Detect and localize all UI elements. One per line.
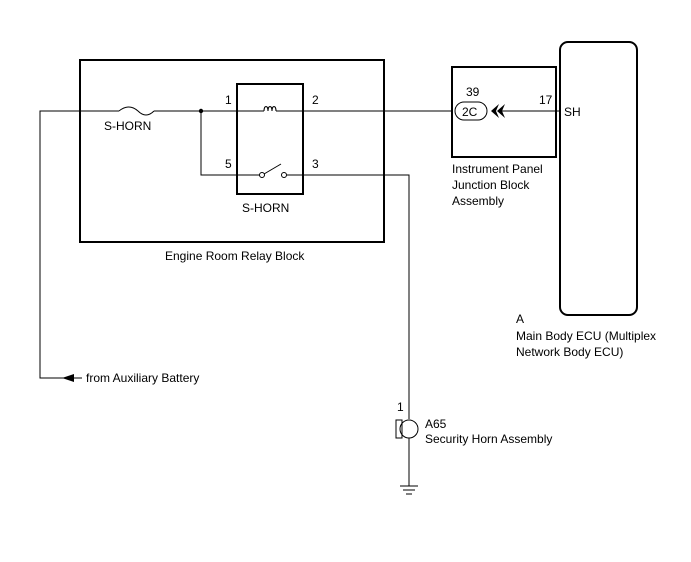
connector-2c-label: 2C xyxy=(462,105,478,119)
ecu-connector-label: A xyxy=(516,312,524,326)
fuse-label: S-HORN xyxy=(104,119,151,133)
jb-label-line2: Junction Block xyxy=(452,178,530,192)
battery-feed-wire xyxy=(39,110,119,379)
ecu-label-line2: Network Body ECU) xyxy=(516,345,623,359)
connector-chevron-icon xyxy=(491,104,499,118)
pin3-to-horn-wire xyxy=(303,174,410,419)
fuse-icon xyxy=(118,106,155,116)
pin-1-label: 1 xyxy=(225,93,232,107)
relay-coil-icon xyxy=(263,106,277,112)
jb-label-line1: Instrument Panel xyxy=(452,162,543,176)
ecu-terminal-label: SH xyxy=(564,105,581,119)
ecu-label-line1: Main Body ECU (Multiplex xyxy=(516,329,656,343)
jb-pin-label: 39 xyxy=(466,85,480,99)
switch-contact-right xyxy=(281,172,287,178)
connector-chevron-icon-2 xyxy=(497,104,505,118)
horn-connector-label: A65 xyxy=(425,417,447,431)
switch-contact-left xyxy=(259,172,265,178)
pin-3-label: 3 xyxy=(312,157,319,171)
switch-blade xyxy=(263,163,282,175)
pin-5-label: 5 xyxy=(225,157,232,171)
instrument-panel-jb-box xyxy=(451,66,557,158)
ecu-pin-label: 17 xyxy=(539,93,553,107)
relay-box xyxy=(236,83,304,195)
main-body-ecu-box xyxy=(559,41,638,316)
pin-2-label: 2 xyxy=(312,93,319,107)
battery-label: from Auxiliary Battery xyxy=(86,371,199,385)
jb-label-line3: Assembly xyxy=(452,194,504,208)
pin5-wire xyxy=(200,111,260,176)
horn-label: Security Horn Assembly xyxy=(425,432,552,446)
connector-2c xyxy=(454,101,488,121)
battery-arrow-icon xyxy=(62,374,74,382)
relay-block-label: Engine Room Relay Block xyxy=(165,249,305,263)
horn-pin-label: 1 xyxy=(397,400,404,414)
relay-label: S-HORN xyxy=(242,201,289,215)
horn-body-icon xyxy=(395,419,403,439)
horn-bell-icon xyxy=(399,419,419,439)
engine-room-relay-block-box xyxy=(79,59,385,243)
